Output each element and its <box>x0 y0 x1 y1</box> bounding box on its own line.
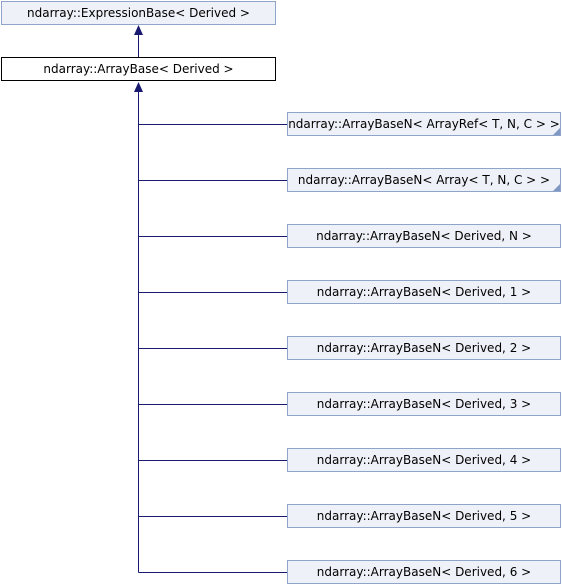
node-arraybasen-derived-3[interactable]: ndarray::ArrayBaseN< Derived, 3 > <box>287 392 561 416</box>
node-arraybasen-arrayref[interactable]: ndarray::ArrayBaseN< ArrayRef< T, N, C >… <box>287 112 561 136</box>
node-array-base-label: ndarray::ArrayBase< Derived > <box>43 62 234 76</box>
node-arraybasen-derived-6[interactable]: ndarray::ArrayBaseN< Derived, 6 > <box>287 560 561 584</box>
node-label: ndarray::ArrayBaseN< ArrayRef< T, N, C >… <box>288 117 560 131</box>
node-array-base-current: ndarray::ArrayBase< Derived > <box>1 57 276 81</box>
node-label: ndarray::ArrayBaseN< Derived, 3 > <box>316 397 532 411</box>
node-label: ndarray::ArrayBaseN< Derived, 1 > <box>316 285 532 299</box>
node-arraybasen-derived-2[interactable]: ndarray::ArrayBaseN< Derived, 2 > <box>287 336 561 360</box>
node-arraybasen-derived-4[interactable]: ndarray::ArrayBaseN< Derived, 4 > <box>287 448 561 472</box>
node-arraybasen-derived-5[interactable]: ndarray::ArrayBaseN< Derived, 5 > <box>287 504 561 528</box>
more-marker-icon <box>553 184 560 191</box>
more-marker-icon <box>553 128 560 135</box>
arrowhead-to-arraybase <box>134 82 143 92</box>
node-label: ndarray::ArrayBaseN< Derived, 5 > <box>316 509 532 523</box>
arrowhead-to-expressionbase <box>134 25 143 35</box>
node-label: ndarray::ArrayBaseN< Derived, N > <box>316 229 532 243</box>
node-label: ndarray::ArrayBaseN< Array< T, N, C > > <box>297 173 551 187</box>
node-label: ndarray::ArrayBaseN< Derived, 2 > <box>316 341 532 355</box>
node-label: ndarray::ArrayBaseN< Derived, 6 > <box>316 565 532 579</box>
node-expression-base-label: ndarray::ExpressionBase< Derived > <box>27 6 250 20</box>
node-arraybasen-derived-1[interactable]: ndarray::ArrayBaseN< Derived, 1 > <box>287 280 561 304</box>
node-arraybasen-array[interactable]: ndarray::ArrayBaseN< Array< T, N, C > > <box>287 168 561 192</box>
node-arraybasen-derived-n[interactable]: ndarray::ArrayBaseN< Derived, N > <box>287 224 561 248</box>
node-expression-base[interactable]: ndarray::ExpressionBase< Derived > <box>1 1 276 25</box>
node-label: ndarray::ArrayBaseN< Derived, 4 > <box>316 453 532 467</box>
